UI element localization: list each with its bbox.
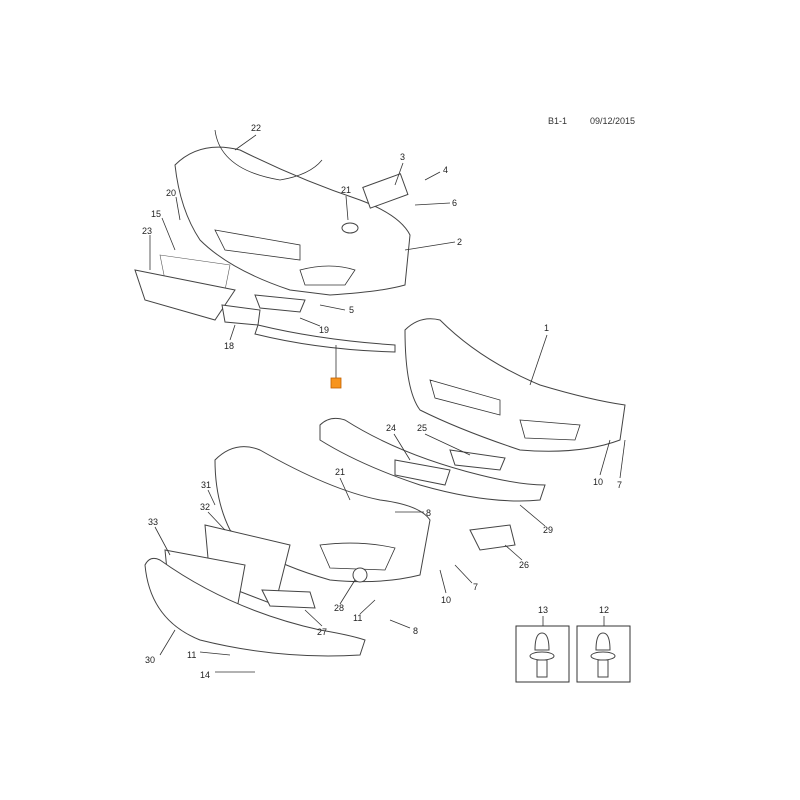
callout: 12	[599, 605, 609, 615]
callout: 13	[538, 605, 548, 615]
diagram-date: 09/12/2015	[590, 116, 636, 126]
callout: 14	[200, 670, 210, 680]
front-bumper-complete	[404, 318, 626, 452]
callout: 8	[426, 508, 431, 518]
callout: 8	[413, 626, 418, 636]
callout: 33	[148, 517, 158, 527]
callout-labels: 22 3 4 21 6 20 15 23 2 5 19 18 1 24 25 2…	[142, 123, 622, 680]
front-bumper-lower	[144, 446, 516, 657]
callout: 7	[617, 480, 622, 490]
callout: 31	[201, 480, 211, 490]
fog-grille-25	[449, 449, 506, 471]
callout: 2	[457, 237, 462, 247]
callout: 25	[417, 423, 427, 433]
callout: 27	[317, 627, 327, 637]
callout: 22	[251, 123, 261, 133]
callout: 4	[443, 165, 448, 175]
fog-grille-24	[394, 459, 451, 486]
callout: 3	[400, 152, 405, 162]
front-bumper-upper	[134, 129, 411, 353]
callout: 15	[151, 209, 161, 219]
callout: 24	[386, 423, 396, 433]
callout: 32	[200, 502, 210, 512]
fastener-box-13	[515, 625, 570, 683]
callout: 10	[441, 595, 451, 605]
callout: 1	[544, 323, 549, 333]
callout: 28	[334, 603, 344, 613]
leader-lines	[149, 134, 626, 673]
callout: 29	[543, 525, 553, 535]
callout: 26	[519, 560, 529, 570]
lower-spoiler	[319, 417, 546, 502]
callout: 23	[142, 226, 152, 236]
callout: 6	[452, 198, 457, 208]
callout: 7	[473, 582, 478, 592]
location-marker	[330, 377, 342, 389]
callout: 10	[593, 477, 603, 487]
callout: 11	[353, 613, 362, 623]
callout: 19	[319, 325, 329, 335]
callout: 18	[224, 341, 234, 351]
callout: 21	[341, 185, 351, 195]
diagram-ref: B1-1	[548, 116, 568, 126]
callout: 21	[335, 467, 345, 477]
callout: 5	[349, 305, 354, 315]
callout: 11	[187, 650, 196, 660]
callout: 30	[145, 655, 155, 665]
callout: 20	[166, 188, 176, 198]
fastener-box-12	[576, 625, 631, 683]
